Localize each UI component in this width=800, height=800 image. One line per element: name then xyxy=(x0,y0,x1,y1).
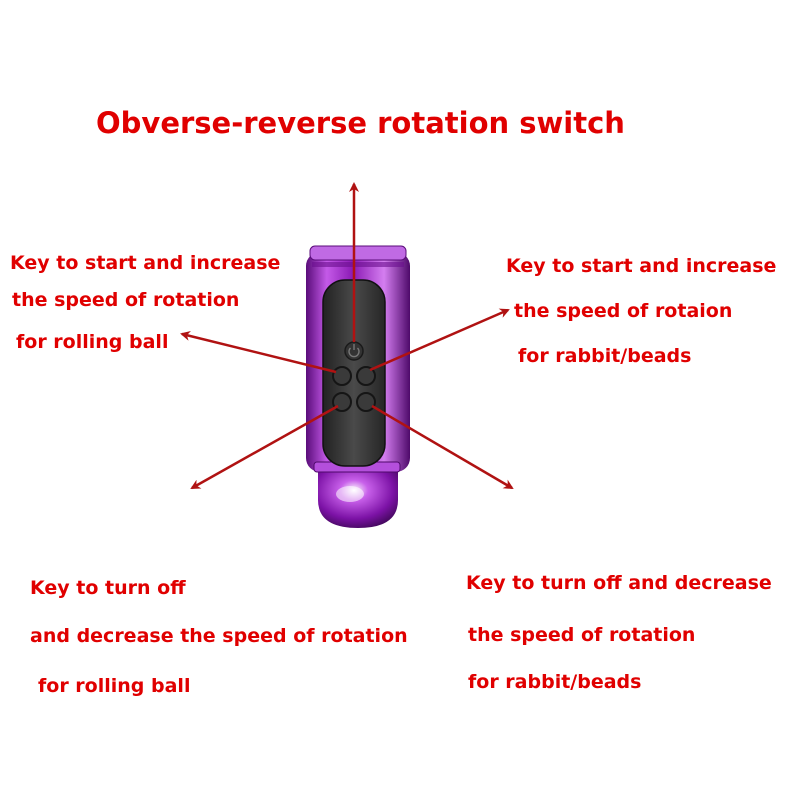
device xyxy=(306,245,410,528)
key-turn-off-decrease-rabbit-beads[interactable] xyxy=(356,392,376,412)
arrow-top-right-key xyxy=(369,308,510,372)
label-bottom-left-line3: for rolling ball xyxy=(38,675,191,697)
label-top-right-line2: the speed of rotaion xyxy=(514,300,733,322)
key-start-increase-rolling-ball[interactable] xyxy=(332,366,352,386)
power-switch-icon xyxy=(348,344,360,358)
device-rim xyxy=(309,245,407,261)
label-top-left-line3: for rolling ball xyxy=(16,331,169,353)
arrows xyxy=(180,182,514,490)
key-start-increase-rabbit-beads[interactable] xyxy=(356,366,376,386)
label-bottom-right-line3: for rabbit/beads xyxy=(468,671,642,693)
arrow-bottom-left-key xyxy=(190,404,339,490)
diagram-title: Obverse-reverse rotation switch xyxy=(96,106,625,140)
label-bottom-left-line1: Key to turn off xyxy=(30,577,186,599)
label-bottom-right-line1: Key to turn off and decrease xyxy=(466,572,772,594)
label-top-right-line3: for rabbit/beads xyxy=(518,345,692,367)
label-top-left-line1: Key to start and increase xyxy=(10,252,281,274)
label-bottom-left-line2: and decrease the speed of rotation xyxy=(30,625,408,647)
label-bottom-right-line2: the speed of rotation xyxy=(468,624,696,646)
label-top-right-line1: Key to start and increase xyxy=(506,255,777,277)
arrow-bottom-right-key xyxy=(371,404,514,490)
label-top-left-line2: the speed of rotation xyxy=(12,289,240,311)
arrow-top-left-key xyxy=(180,331,337,374)
